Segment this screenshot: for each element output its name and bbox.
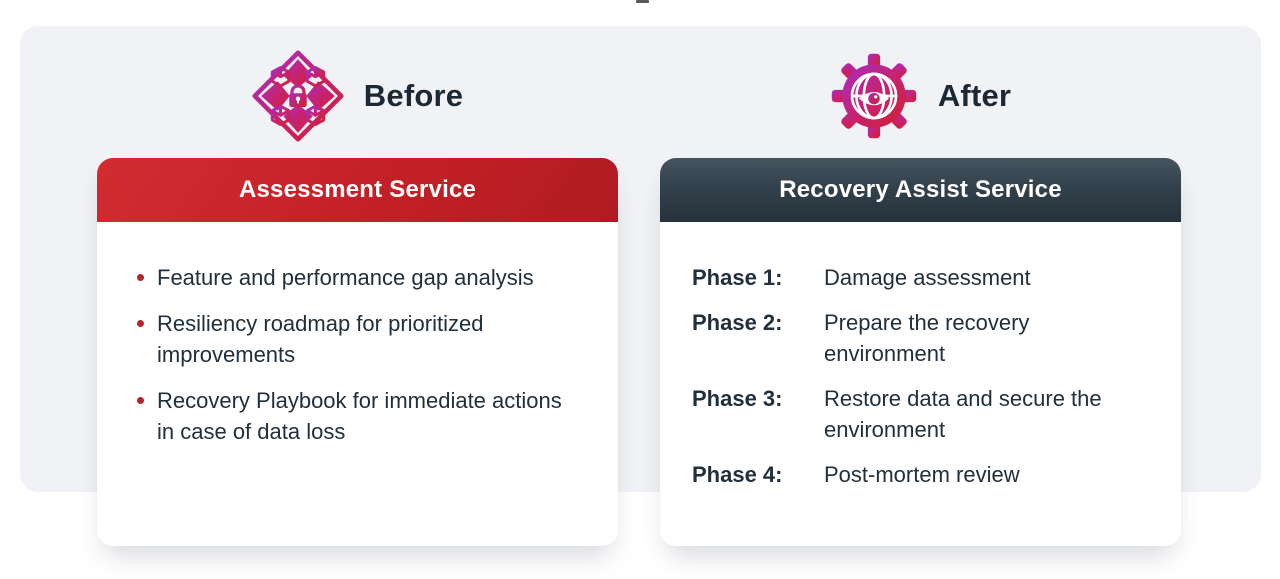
bullet-text: Resiliency roadmap for prioritized impro… <box>157 311 484 367</box>
list-item: Feature and performance gap analysis <box>135 262 574 293</box>
assessment-service-card: Assessment Service Feature and performan… <box>97 158 618 546</box>
phase-description: Post-mortem review <box>824 462 1020 487</box>
gear-globe-eye-icon <box>830 52 918 140</box>
bullet-icon <box>137 274 144 281</box>
assessment-service-card-title: Assessment Service <box>97 158 618 222</box>
security-rosette-lock-icon <box>252 50 344 142</box>
after-heading: After <box>937 78 1012 113</box>
list-item: Phase 4: Post-mortem review <box>692 459 1163 490</box>
phase-label: Phase 3: <box>692 386 783 411</box>
before-heading-row: Before <box>97 44 618 148</box>
phase-label: Phase 2: <box>692 310 783 335</box>
list-item: Phase 2: Prepare the recovery environmen… <box>692 307 1163 369</box>
before-heading: Before <box>363 78 464 113</box>
phase-description: Damage assessment <box>824 265 1031 290</box>
phase-description: Restore data and secure the environment <box>824 386 1102 442</box>
bullet-icon <box>137 397 144 404</box>
bullet-text: Recovery Playbook for immediate actions … <box>157 388 562 444</box>
after-heading-row: After <box>660 44 1181 148</box>
list-item: Phase 3: Restore data and secure the env… <box>692 383 1163 445</box>
phase-label: Phase 1: <box>692 265 783 290</box>
recovery-assist-service-card-title: Recovery Assist Service <box>660 158 1181 222</box>
bullet-text: Feature and performance gap analysis <box>157 265 534 290</box>
list-item: Phase 1: Damage assessment <box>692 262 1163 293</box>
phase-label: Phase 4: <box>692 462 783 487</box>
list-item: Resiliency roadmap for prioritized impro… <box>135 308 574 370</box>
recovery-assist-service-card-body: Phase 1: Damage assessment Phase 2: Prep… <box>660 222 1181 490</box>
list-item: Recovery Playbook for immediate actions … <box>135 385 574 447</box>
recovery-assist-service-card: Recovery Assist Service Phase 1: Damage … <box>660 158 1181 546</box>
assessment-service-card-body: Feature and performance gap analysis Res… <box>97 222 618 447</box>
bullet-icon <box>137 320 144 327</box>
phase-description: Prepare the recovery environment <box>824 310 1030 366</box>
cropped-text-artifact <box>636 0 649 3</box>
